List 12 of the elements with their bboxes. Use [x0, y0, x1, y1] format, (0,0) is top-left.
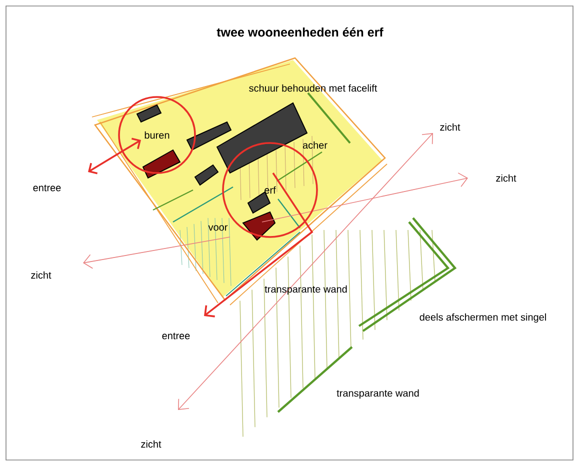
annotation-label: deels afschermen met singel [420, 313, 546, 323]
annotation-label: zicht [440, 123, 460, 131]
annotation-label: transparante wand [336, 389, 419, 399]
annotation-label: zicht [31, 271, 52, 279]
title: twee wooneenheden één erf [216, 27, 384, 37]
annotation-label: zicht [141, 440, 162, 448]
annotation-label: zicht [496, 174, 516, 182]
annotation-label: voor [208, 225, 228, 231]
annotation-label: entree [33, 184, 61, 192]
annotation-label: entree [162, 332, 190, 340]
annotation-label: acher [302, 141, 328, 149]
annotation-label: schuur behouden met facelift [249, 84, 378, 92]
